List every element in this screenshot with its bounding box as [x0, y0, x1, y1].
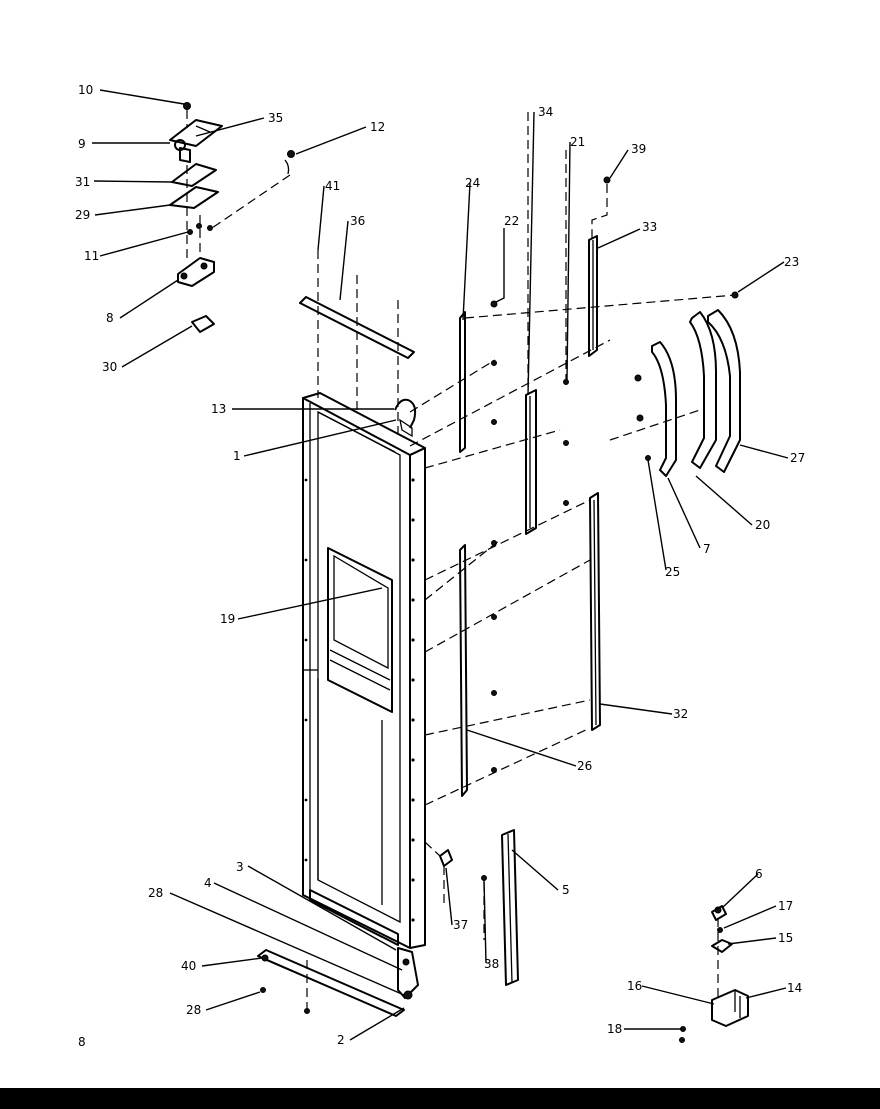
handle-assembly [609, 291, 741, 477]
screw-11a [187, 229, 193, 235]
callout-6: 6 [755, 867, 763, 881]
callout-14: 14 [787, 981, 802, 995]
callout-16: 16 [627, 979, 642, 993]
callout-35: 35 [268, 111, 283, 125]
callout-25: 25 [665, 565, 680, 579]
strip-32 [589, 492, 601, 731]
washer-17 [717, 927, 723, 933]
callout-18: 18 [607, 1022, 622, 1036]
screw-25 [645, 455, 651, 461]
callout-36: 36 [350, 214, 365, 228]
callout-24: 24 [465, 176, 480, 190]
screw-22 [490, 300, 498, 308]
callout-8: 8 [106, 311, 114, 325]
callout-34: 34 [538, 105, 553, 119]
screw-12 [287, 150, 295, 158]
callout-labels: 10 9 35 31 29 11 8 30 12 41 36 13 1 19 3… [75, 83, 805, 1049]
callout-38: 38 [484, 957, 499, 971]
screw-10 [183, 102, 191, 110]
lower-hinge-assembly [679, 905, 749, 1043]
callout-12: 12 [370, 120, 385, 134]
callout-40: 40 [181, 959, 196, 973]
strip-5 [501, 829, 519, 986]
screw-23 [731, 291, 739, 299]
callout-26: 26 [577, 759, 592, 773]
shim-29 [169, 186, 219, 209]
callout-1: 1 [233, 449, 241, 463]
callout-22: 22 [504, 214, 519, 228]
callout-21: 21 [570, 135, 585, 149]
callout-5: 5 [562, 883, 570, 897]
screw-21 [563, 379, 569, 385]
callout-9: 9 [78, 137, 86, 151]
callout-41: 41 [325, 179, 340, 193]
bottom-plate-assembly [257, 949, 405, 1017]
callout-10: 10 [78, 83, 93, 97]
callout-39: 39 [631, 142, 646, 156]
handle-trim-7 [651, 341, 677, 477]
screw-39 [603, 176, 611, 184]
callout-33: 33 [642, 220, 657, 234]
bottom-border-bar [0, 1088, 880, 1109]
leader-lines [92, 89, 789, 1041]
callout-30: 30 [102, 360, 117, 374]
callout-13: 13 [211, 402, 226, 416]
shim-31 [171, 163, 217, 187]
callout-27: 27 [790, 451, 805, 465]
hinge-8 [177, 257, 215, 287]
callout-4: 4 [204, 876, 212, 890]
callout-2: 2 [337, 1033, 345, 1047]
callout-19: 19 [220, 612, 235, 626]
screw-11c [207, 225, 213, 231]
callout-31: 31 [75, 175, 90, 189]
strip-33 [588, 235, 598, 357]
screw-28b [260, 987, 266, 993]
callout-32: 32 [673, 707, 688, 721]
upper-hinge-assembly [169, 102, 295, 333]
callout-17: 17 [778, 899, 793, 913]
handle-20 [689, 311, 717, 469]
callout-11: 11 [84, 249, 99, 263]
screw-11b [196, 223, 202, 229]
callout-29: 29 [75, 208, 90, 222]
page-number: 8 [78, 1035, 86, 1049]
bushing-35 [179, 147, 191, 163]
bushing-15 [711, 939, 733, 953]
callout-28-lower: 28 [186, 1003, 201, 1017]
callout-28-upper: 28 [148, 886, 163, 900]
plate-30 [191, 315, 215, 333]
callout-37: 37 [453, 918, 468, 932]
top-cross-bar [299, 296, 415, 359]
callout-15: 15 [778, 931, 793, 945]
seal-34 [525, 389, 537, 535]
strip-24 [459, 311, 466, 453]
callout-3: 3 [236, 860, 244, 874]
screw-40 [261, 954, 269, 962]
callout-23: 23 [784, 255, 799, 269]
strip-26 [459, 544, 468, 797]
bracket-37 [439, 849, 453, 867]
handle-27 [707, 309, 741, 473]
callout-20: 20 [755, 518, 770, 532]
door-frame [302, 392, 426, 1000]
latch-block [399, 418, 413, 438]
screw-38 [481, 875, 487, 881]
callout-7: 7 [703, 542, 711, 556]
hinge-cover [169, 119, 223, 147]
bottom-plate [257, 949, 405, 1017]
